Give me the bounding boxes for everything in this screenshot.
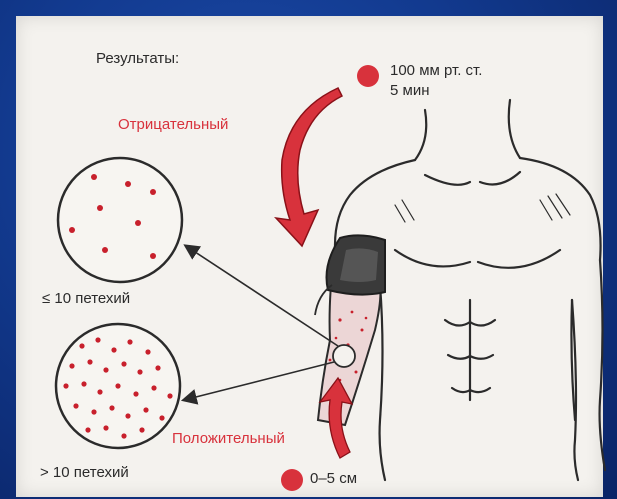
pointer-arrow-positive <box>184 362 334 400</box>
pressure-value: 100 мм рт. ст. <box>390 62 482 79</box>
positive-result-label: Положительный <box>172 430 285 447</box>
negative-result-label: Отрицательный <box>118 116 228 133</box>
pressure-arrow <box>276 88 342 246</box>
distance-marker-icon <box>281 469 303 491</box>
pressure-duration: 5 мин <box>390 82 430 99</box>
count-low-label: ≤ 10 петехий <box>42 290 130 307</box>
distance-label: 0–5 см <box>310 470 357 487</box>
results-heading: Результаты: <box>96 50 179 67</box>
positive-result-circle <box>56 324 180 448</box>
pointer-arrow-negative <box>186 246 338 346</box>
negative-result-circle <box>58 158 182 282</box>
pressure-marker-icon <box>357 65 379 87</box>
count-high-label: > 10 петехий <box>40 464 129 481</box>
